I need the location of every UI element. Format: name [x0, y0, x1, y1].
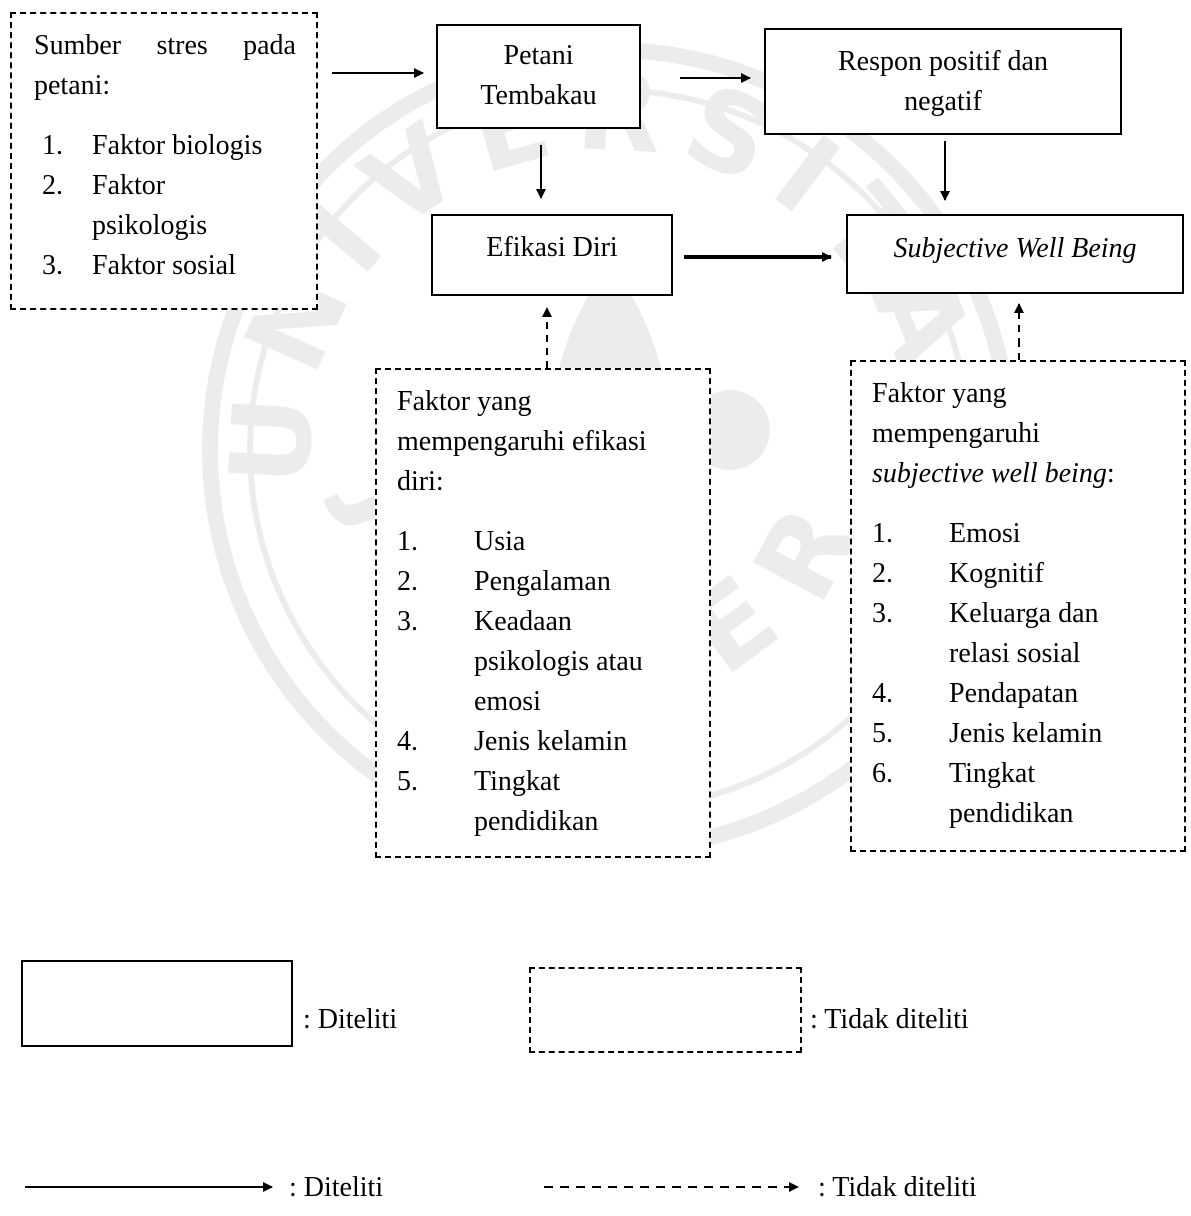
response-label: Respon positif dan negatif [838, 46, 1048, 117]
list-item: 1. Emosi [872, 518, 1021, 549]
response-box: Respon positif dan negatif [764, 28, 1122, 135]
list-item: 3. Faktor sosial [42, 250, 236, 281]
list-item: 3. Keluarga dan relasi sosial [872, 598, 1099, 669]
efficacy-factors-list: 1. Usia 2. Pengalaman 3. Keadaan psikolo… [397, 522, 697, 842]
list-item: 4. Jenis kelamin [397, 726, 628, 757]
efficacy-factors-title: Faktor yang mempengaruhi efikasi diri: [397, 386, 647, 497]
swb-factors-box: Faktor yang mempengaruhi subjective well… [850, 360, 1186, 852]
list-item: 1. Faktor biologis [42, 130, 263, 161]
legend-solid-arrow-label: : Diteliti [289, 1172, 384, 1203]
list-item: 3. Keadaan psikologis atau emosi [397, 606, 643, 717]
legend-solid-box-label: : Diteliti [303, 1004, 398, 1035]
list-item: 2. Pengalaman [397, 566, 611, 597]
list-item: 4. Pendapatan [872, 678, 1079, 709]
list-item: 5. Tingkat pendidikan [397, 766, 599, 837]
swb-box: Subjective Well Being [846, 214, 1184, 294]
legend-dashed-box [529, 967, 802, 1053]
legend-dashed-box-label: : Tidak diteliti [810, 1004, 969, 1035]
farmer-box: Petani Tembakau [436, 24, 641, 129]
stress-sources-box: Sumber stres pada petani: 1. Faktor biol… [10, 12, 318, 310]
farmer-label: Petani Tembakau [480, 40, 597, 111]
swb-factors-title: Faktor yang mempengaruhi subjective well… [872, 378, 1115, 489]
list-item: 6. Tingkat pendidikan [872, 758, 1074, 829]
swb-label: Subjective Well Being [893, 233, 1137, 264]
legend-dashed-arrow-label: : Tidak diteliti [818, 1172, 977, 1203]
list-item: 2. Kognitif [872, 558, 1044, 589]
list-item: 2. Faktor psikologis [42, 170, 208, 241]
list-item: 5. Jenis kelamin [872, 718, 1103, 749]
self-efficacy-box: Efikasi Diri [431, 214, 673, 296]
legend-solid-box [21, 960, 293, 1047]
list-item: 1. Usia [397, 526, 526, 557]
stress-sources-list: 1. Faktor biologis 2. Faktor psikologis … [42, 126, 302, 286]
stress-sources-title: Sumber stres pada petani: [34, 30, 296, 101]
efficacy-factors-box: Faktor yang mempengaruhi efikasi diri: 1… [375, 368, 711, 858]
self-efficacy-label: Efikasi Diri [486, 232, 618, 263]
swb-factors-list: 1. Emosi 2. Kognitif 3. Keluarga dan rel… [872, 514, 1172, 834]
